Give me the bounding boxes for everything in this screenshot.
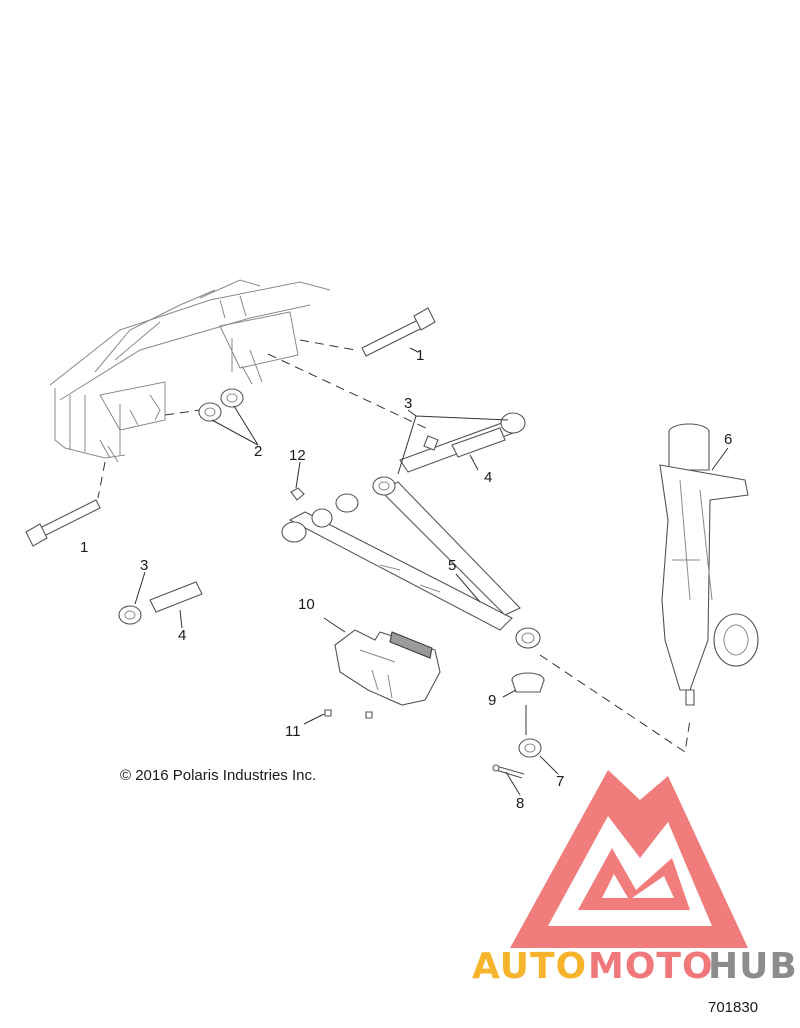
callout-2: 2 <box>254 443 262 460</box>
cap-9 <box>511 672 545 693</box>
bushings-3-top <box>335 435 439 513</box>
callout-5: 5 <box>448 557 456 574</box>
bolt-1-top <box>361 307 436 357</box>
callout-3-left: 3 <box>140 557 148 574</box>
sleeve-4-top <box>451 427 506 458</box>
watermark-word-moto: MOTO <box>588 946 714 987</box>
callout-numbers: 1 1 2 3 3 4 4 5 6 7 8 9 10 11 12 <box>80 347 732 812</box>
callout-4-top: 4 <box>484 469 492 486</box>
sleeve-4-left <box>149 581 203 613</box>
callout-8: 8 <box>516 795 524 812</box>
callout-12: 12 <box>289 447 306 464</box>
screws-11 <box>324 709 373 719</box>
callout-4-left: 4 <box>178 627 186 644</box>
callout-10: 10 <box>298 596 315 613</box>
callout-9: 9 <box>488 692 496 709</box>
nuts-2 <box>198 388 244 422</box>
callout-1-top: 1 <box>416 347 424 364</box>
watermark-word-hub: HUB <box>708 946 798 987</box>
callout-6: 6 <box>724 431 732 448</box>
cotter-pin-8 <box>492 764 525 779</box>
spindle-6 <box>659 423 759 706</box>
callout-1-left: 1 <box>80 539 88 556</box>
watermark-wordmark: AUTO MOTO HUB <box>472 946 798 987</box>
callout-3-top: 3 <box>404 395 412 412</box>
nut-7 <box>518 738 542 758</box>
callout-7: 7 <box>556 773 564 790</box>
bushing-3-left <box>118 605 142 625</box>
watermark-word-auto: AUTO <box>472 946 587 987</box>
callout-11: 11 <box>285 723 301 740</box>
bolt-1-left <box>25 499 101 547</box>
leader-lines <box>134 347 729 796</box>
guard-10 <box>334 629 441 706</box>
nut-12 <box>290 487 305 501</box>
frame-section <box>49 279 331 463</box>
figure-number: 701830 <box>708 999 758 1016</box>
copyright-notice: © 2016 Polaris Industries Inc. <box>120 767 316 784</box>
a-arm-5 <box>281 412 541 649</box>
watermark-logo-icon <box>510 770 748 948</box>
